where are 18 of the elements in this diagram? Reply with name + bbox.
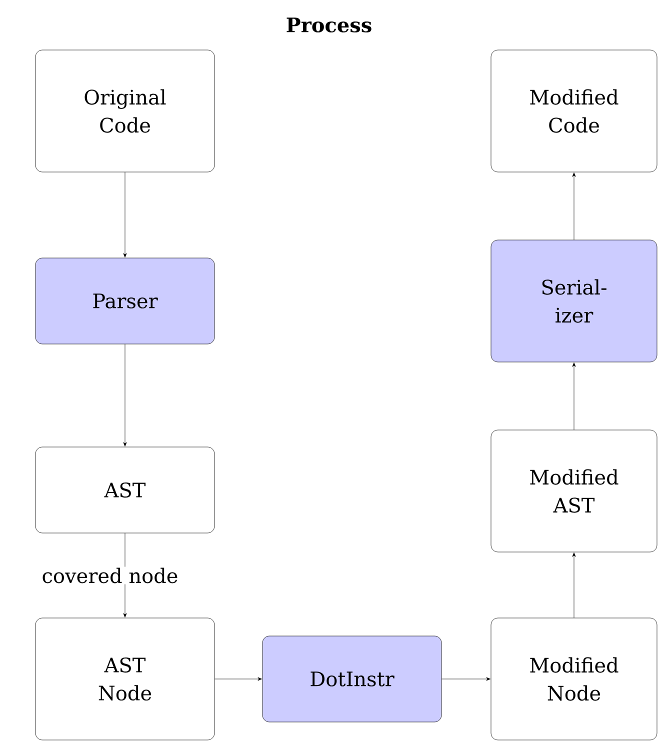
data-box: Original Code bbox=[35, 50, 215, 172]
arrow bbox=[123, 172, 127, 258]
title: Process bbox=[286, 18, 372, 32]
arrow bbox=[214, 677, 262, 681]
arrow bbox=[442, 677, 490, 681]
data-box: Modified Code bbox=[490, 50, 658, 172]
process-box: Parser bbox=[35, 258, 215, 344]
edge-label: covered node bbox=[40, 566, 180, 584]
process-box: DotInstr bbox=[262, 636, 442, 722]
arrow bbox=[572, 362, 576, 430]
arrow bbox=[123, 344, 127, 446]
process-box: Serial- izer bbox=[490, 240, 658, 362]
arrow bbox=[572, 552, 576, 618]
arrow bbox=[572, 172, 576, 240]
data-box: AST bbox=[35, 446, 215, 534]
data-box: Modified AST bbox=[490, 430, 658, 552]
data-box: Modified Node bbox=[490, 618, 658, 740]
data-box: AST Node bbox=[35, 618, 215, 740]
